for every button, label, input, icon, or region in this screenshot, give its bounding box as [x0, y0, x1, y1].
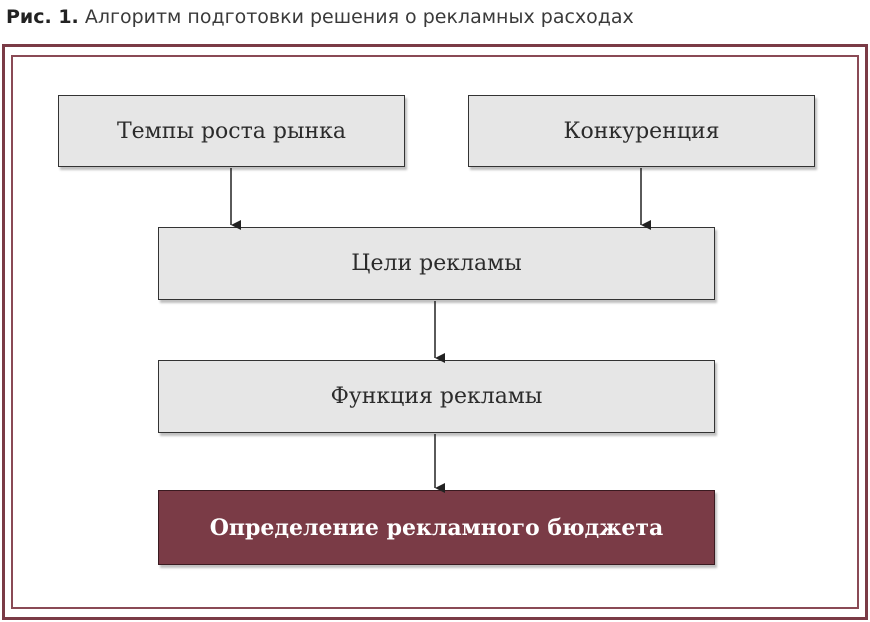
- diagram-frame-inner: [11, 55, 859, 609]
- figure-title: Алгоритм подготовки решения о рекламных …: [84, 6, 634, 28]
- node-ad-function: Функция рекламы: [158, 360, 715, 433]
- node-competition: Конкуренция: [468, 95, 815, 167]
- figure-caption: Рис. 1. Алгоритм подготовки решения о ре…: [6, 6, 634, 28]
- node-ad-budget: Определение рекламного бюджета: [158, 490, 715, 565]
- figure-number: Рис. 1.: [6, 6, 79, 28]
- node-ad-goals: Цели рекламы: [158, 227, 715, 300]
- diagram-frame-outer: [2, 44, 868, 620]
- node-market-growth: Темпы роста рынка: [58, 95, 405, 167]
